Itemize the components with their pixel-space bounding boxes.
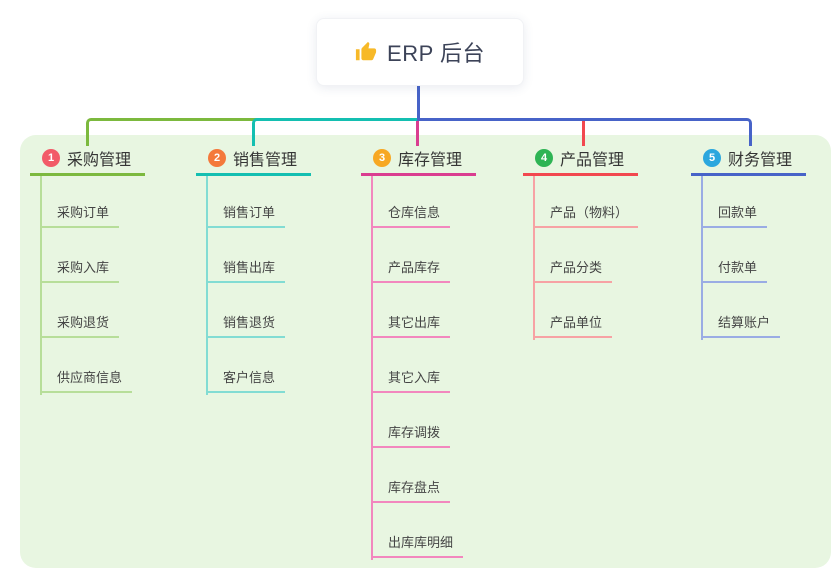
connector-root-stem bbox=[417, 84, 420, 121]
child-node[interactable]: 付款单 bbox=[701, 259, 768, 283]
child-tree-line bbox=[533, 176, 535, 340]
child-tree-line bbox=[206, 176, 208, 395]
child-node[interactable]: 回款单 bbox=[701, 204, 768, 228]
child-node[interactable]: 销售退货 bbox=[206, 314, 286, 338]
connector-branch-4 bbox=[582, 121, 585, 146]
branch-node-2[interactable]: 2 销售管理 bbox=[196, 146, 312, 176]
child-node[interactable]: 产品分类 bbox=[533, 259, 613, 283]
root-node[interactable]: ERP 后台 bbox=[316, 18, 524, 86]
branch-label: 库存管理 bbox=[398, 151, 463, 169]
branch-label: 产品管理 bbox=[560, 151, 625, 169]
branch-badge-4: 4 bbox=[535, 148, 553, 167]
child-node[interactable]: 采购订单 bbox=[40, 204, 120, 228]
branch-node-3[interactable]: 3 库存管理 bbox=[361, 146, 477, 176]
child-node[interactable]: 结算账户 bbox=[701, 314, 781, 338]
child-node[interactable]: 供应商信息 bbox=[40, 369, 133, 393]
child-node[interactable]: 其它出库 bbox=[371, 314, 451, 338]
branch-label: 财务管理 bbox=[728, 151, 793, 169]
child-tree-line bbox=[701, 176, 703, 340]
child-node[interactable]: 采购退货 bbox=[40, 314, 120, 338]
child-tree-line bbox=[40, 176, 42, 395]
branch-label: 采购管理 bbox=[67, 151, 132, 169]
branch-badge-3: 3 bbox=[373, 148, 391, 167]
connector-branch-1 bbox=[86, 118, 417, 146]
child-node[interactable]: 仓库信息 bbox=[371, 204, 451, 228]
branch-badge-5: 5 bbox=[703, 148, 721, 167]
mindmap-panel bbox=[20, 135, 831, 568]
root-node-label: ERP 后台 bbox=[387, 41, 485, 66]
child-node[interactable]: 库存盘点 bbox=[371, 479, 451, 503]
child-node[interactable]: 产品单位 bbox=[533, 314, 613, 338]
child-node[interactable]: 库存调拨 bbox=[371, 424, 451, 448]
child-node[interactable]: 销售订单 bbox=[206, 204, 286, 228]
branch-node-1[interactable]: 1 采购管理 bbox=[30, 146, 146, 176]
connector-branch-5 bbox=[417, 118, 752, 146]
branch-node-5[interactable]: 5 财务管理 bbox=[691, 146, 807, 176]
child-node[interactable]: 产品库存 bbox=[371, 259, 451, 283]
child-node[interactable]: 其它入库 bbox=[371, 369, 451, 393]
thumbs-up-icon bbox=[355, 41, 377, 63]
child-node[interactable]: 采购入库 bbox=[40, 259, 120, 283]
child-node[interactable]: 出库库明细 bbox=[371, 534, 464, 558]
connector-branch-2 bbox=[252, 118, 418, 146]
branch-node-4[interactable]: 4 产品管理 bbox=[523, 146, 639, 176]
child-node[interactable]: 产品（物料） bbox=[533, 204, 639, 228]
connector-branch-3 bbox=[416, 121, 419, 146]
child-tree-line bbox=[371, 176, 373, 560]
child-node[interactable]: 销售出库 bbox=[206, 259, 286, 283]
child-node[interactable]: 客户信息 bbox=[206, 369, 286, 393]
branch-label: 销售管理 bbox=[233, 151, 298, 169]
branch-badge-1: 1 bbox=[42, 148, 60, 167]
branch-badge-2: 2 bbox=[208, 148, 226, 167]
